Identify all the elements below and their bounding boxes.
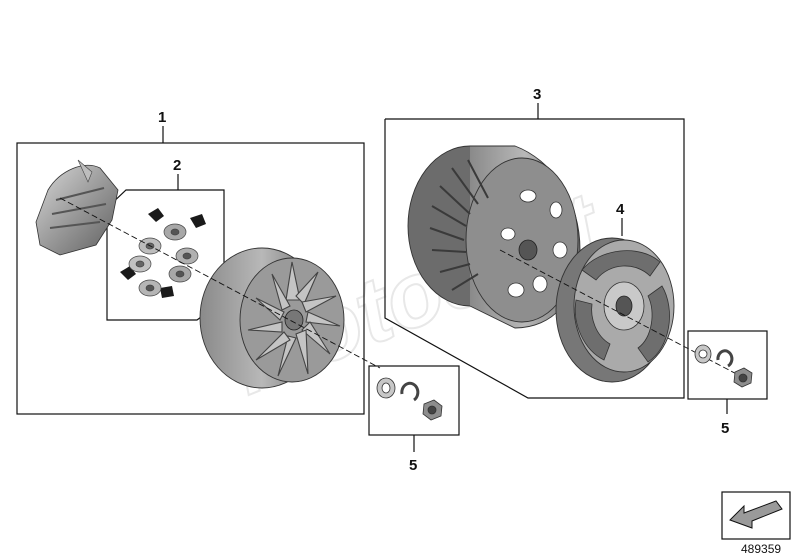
reference-number: 489359 [741,542,781,556]
ramp-plate[interactable] [35,159,119,256]
roller [128,223,199,297]
direction-arrow-box [721,491,791,540]
group-5-frame-right [687,330,768,414]
clutch-shoes [574,250,670,363]
callout-3[interactable]: 3 [533,86,541,103]
drum-fins [429,159,489,291]
callout-5-left[interactable]: 5 [409,457,417,474]
assembly-axis [59,197,381,369]
drum-holes [500,189,568,298]
group-1-frame [16,126,365,415]
variator-pulley[interactable] [199,247,345,389]
callout-5-right[interactable]: 5 [721,420,729,437]
clutch-axis [499,249,749,381]
group-5-frame-left [368,365,460,452]
callout-4[interactable]: 4 [616,201,625,218]
arrow-icon [729,500,783,529]
callout-1[interactable]: 1 [158,109,166,126]
group-3-frame [384,103,685,399]
nut-washer-set-right[interactable] [694,344,753,388]
clutch-shoe-assembly[interactable] [555,237,675,383]
nut-washer-set-left[interactable] [376,377,443,421]
roller-set[interactable] [120,208,206,298]
callout-2[interactable]: 2 [173,157,181,174]
clutch-drum[interactable] [407,145,581,329]
